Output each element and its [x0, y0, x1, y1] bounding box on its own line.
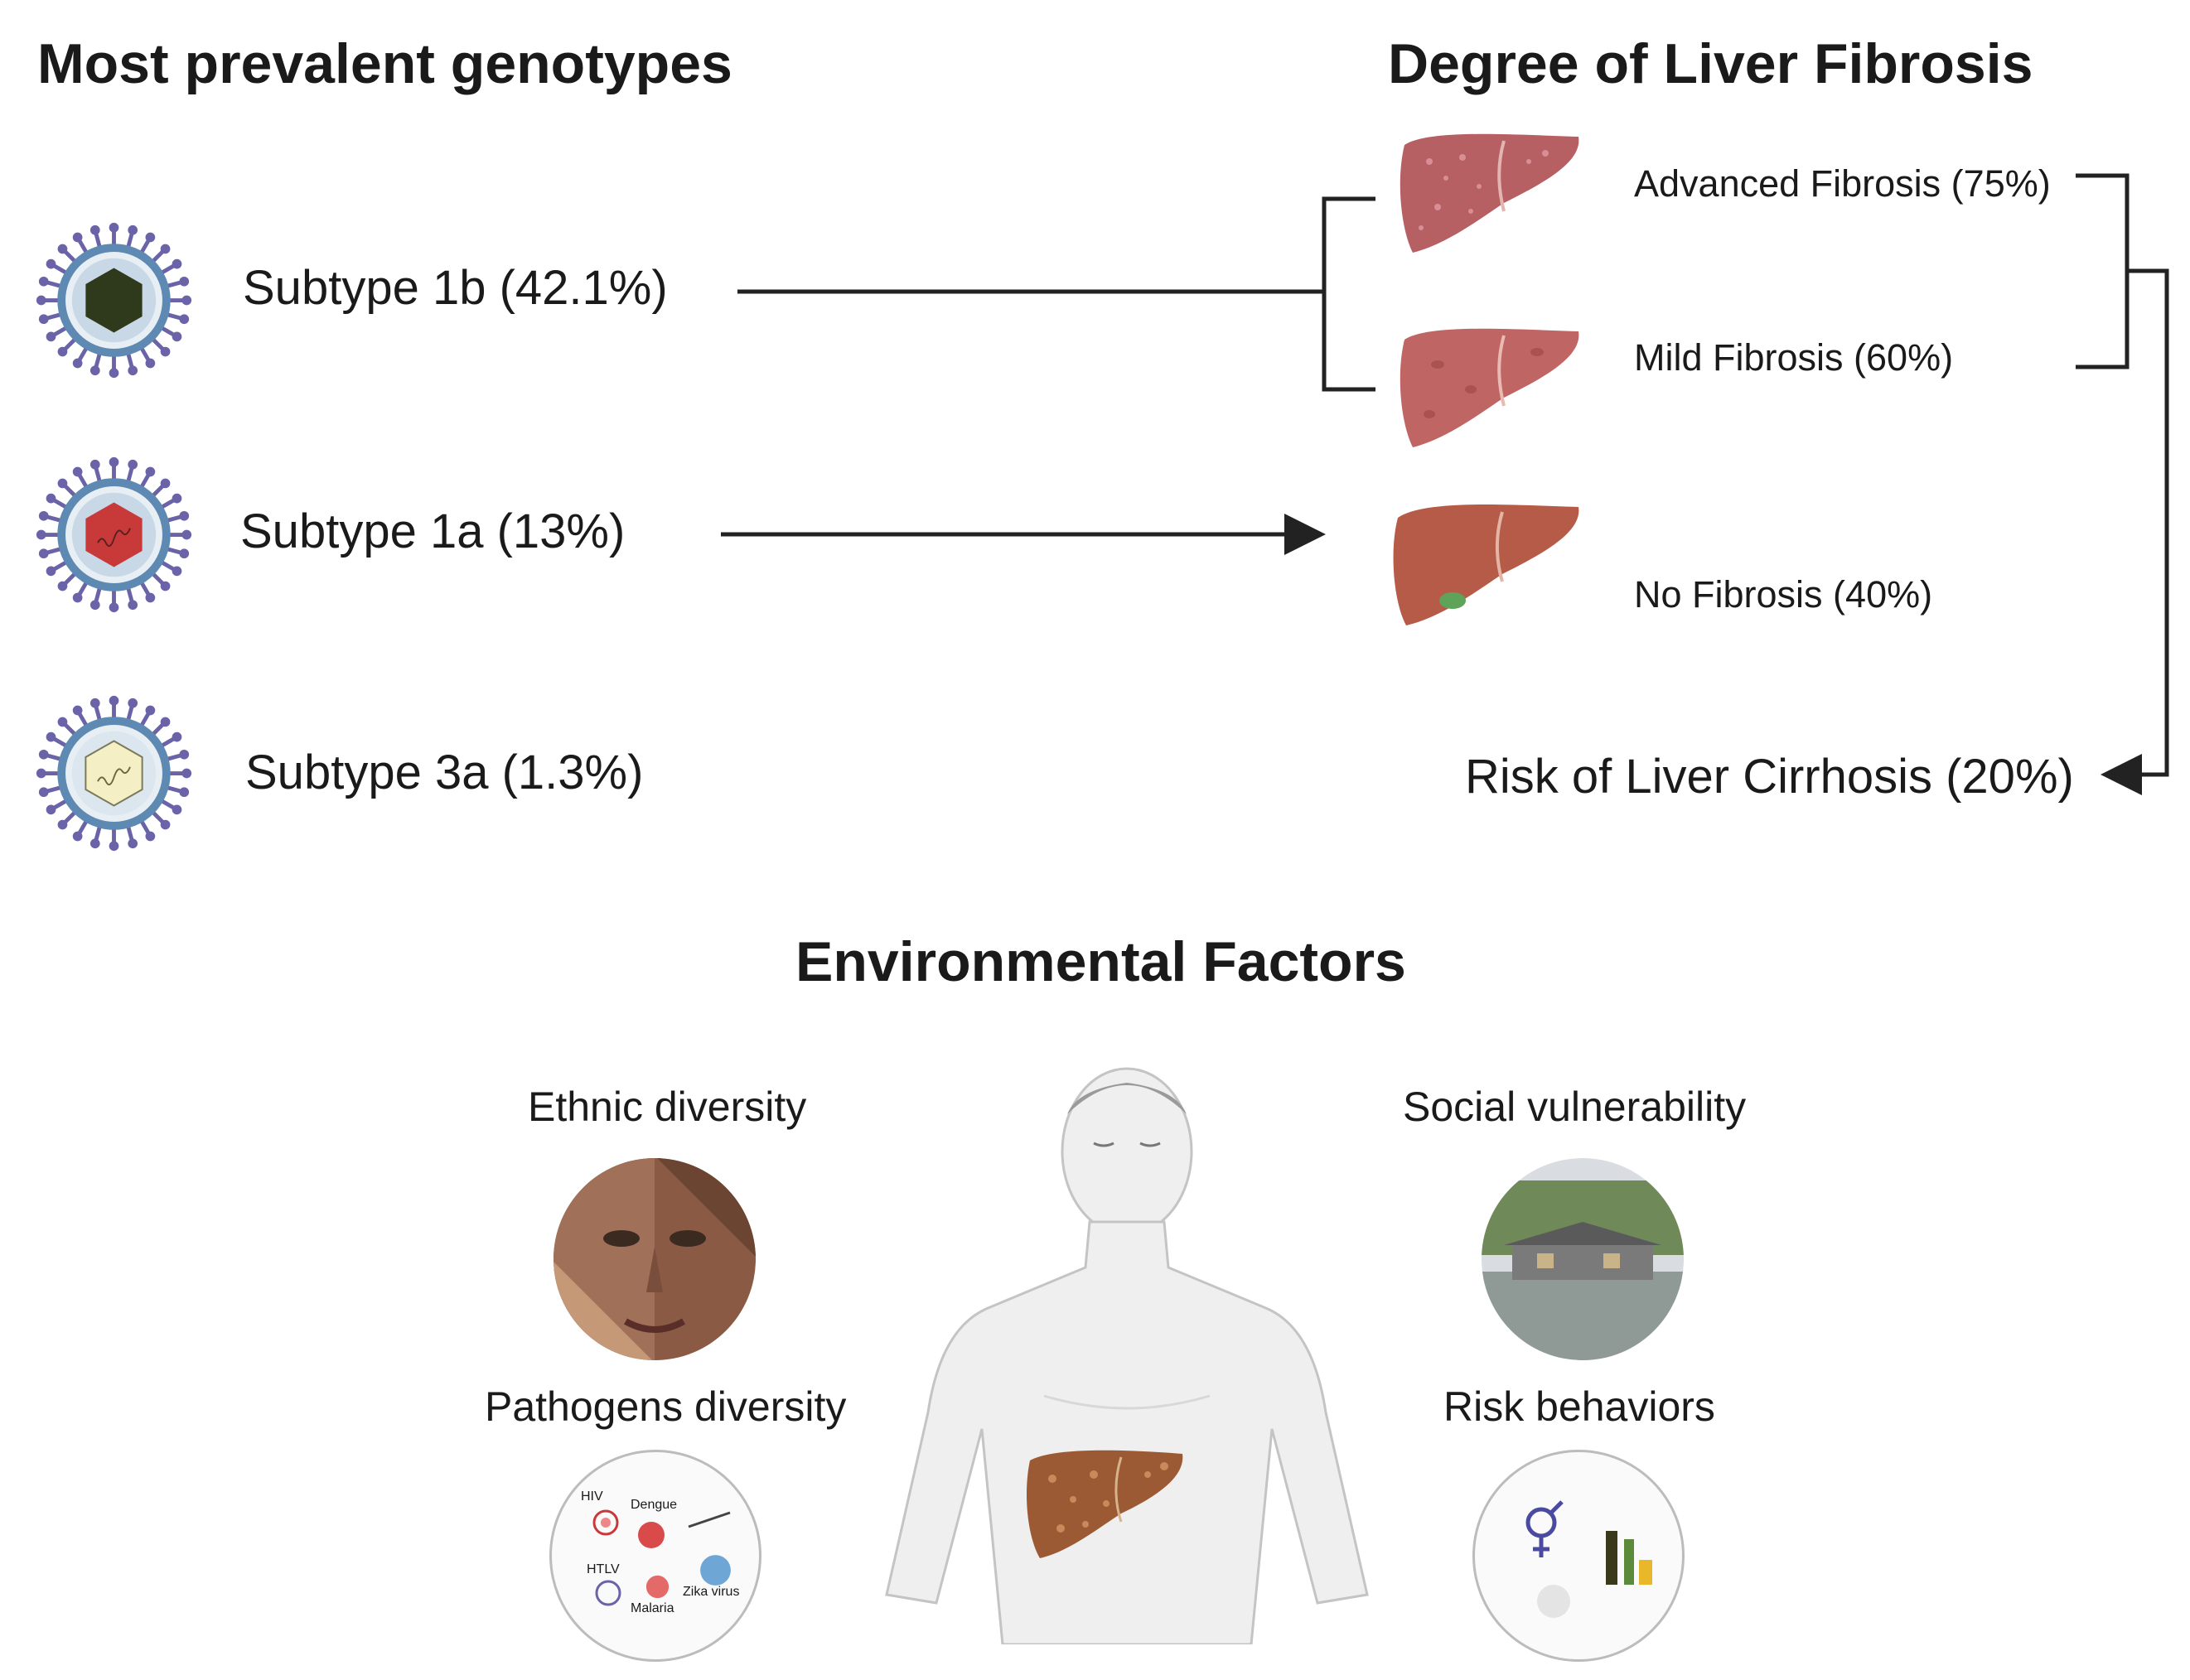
zika-label: Zika virus: [683, 1585, 740, 1599]
htlv-label: HTLV: [587, 1562, 620, 1576]
dengue-virus-icon: [638, 1522, 665, 1548]
pathogens-panel: HIV Dengue HTLV Malaria Zika virus: [549, 1450, 761, 1662]
mild-fibrosis-label: Mild Fibrosis (60%): [1634, 336, 1954, 379]
subtype-3a-label: Subtype 3a (1.3%): [245, 746, 644, 799]
cirrhosis-arrow: [2101, 268, 2169, 795]
virus-icon: [592, 1509, 619, 1536]
subtype-1a-label: Subtype 1a (13%): [240, 504, 626, 558]
dengue-label: Dengue: [631, 1498, 678, 1512]
left-bracket: [1322, 196, 1375, 392]
alcohol-bottles-icon: [1606, 1531, 1652, 1585]
subtype-1b-label: Subtype 1b (42.1%): [243, 261, 668, 315]
environment-title: Environmental Factors: [795, 930, 1406, 993]
human-body-icon: [885, 1067, 1369, 1644]
body-liver-icon: [1027, 1450, 1183, 1558]
virus-1a-icon: [36, 456, 192, 613]
virus-1b-icon: [36, 222, 192, 379]
virus-3a-icon: [36, 695, 192, 852]
gender-symbol-icon: [1525, 1500, 1564, 1557]
smoking-person-icon: [1537, 1585, 1570, 1618]
fibrosis-title: Degree of Liver Fibrosis: [1388, 32, 2033, 95]
advanced-fibrosis-label: Advanced Fibrosis (75%): [1634, 162, 2051, 205]
ethnic-face-icon: [554, 1158, 756, 1360]
zika-virus-icon: [700, 1555, 731, 1586]
malaria-icon: [645, 1575, 670, 1599]
no-fibrosis-label: No Fibrosis (40%): [1634, 573, 1933, 616]
htlv-icon: [595, 1580, 621, 1606]
ethnic-diversity-label: Ethnic diversity: [528, 1084, 807, 1130]
mosquito-icon: [688, 1511, 731, 1528]
cirrhosis-label: Risk of Liver Cirrhosis (20%): [1465, 750, 2074, 804]
malaria-label: Malaria: [631, 1601, 674, 1615]
stilt-house-icon: [1482, 1158, 1684, 1360]
hiv-label: HIV: [581, 1489, 603, 1504]
liver-healthy-icon: [1393, 504, 1579, 625]
genotypes-title: Most prevalent genotypes: [37, 32, 732, 95]
right-bracket: [2076, 173, 2130, 369]
liver-advanced-icon: [1400, 133, 1579, 253]
risk-behaviors-label: Risk behaviors: [1443, 1383, 1715, 1430]
risk-behaviors-panel: [1472, 1450, 1685, 1662]
social-vulnerability-label: Social vulnerability: [1403, 1084, 1747, 1130]
liver-mild-icon: [1400, 328, 1579, 447]
pathogens-diversity-label: Pathogens diversity: [485, 1383, 847, 1430]
